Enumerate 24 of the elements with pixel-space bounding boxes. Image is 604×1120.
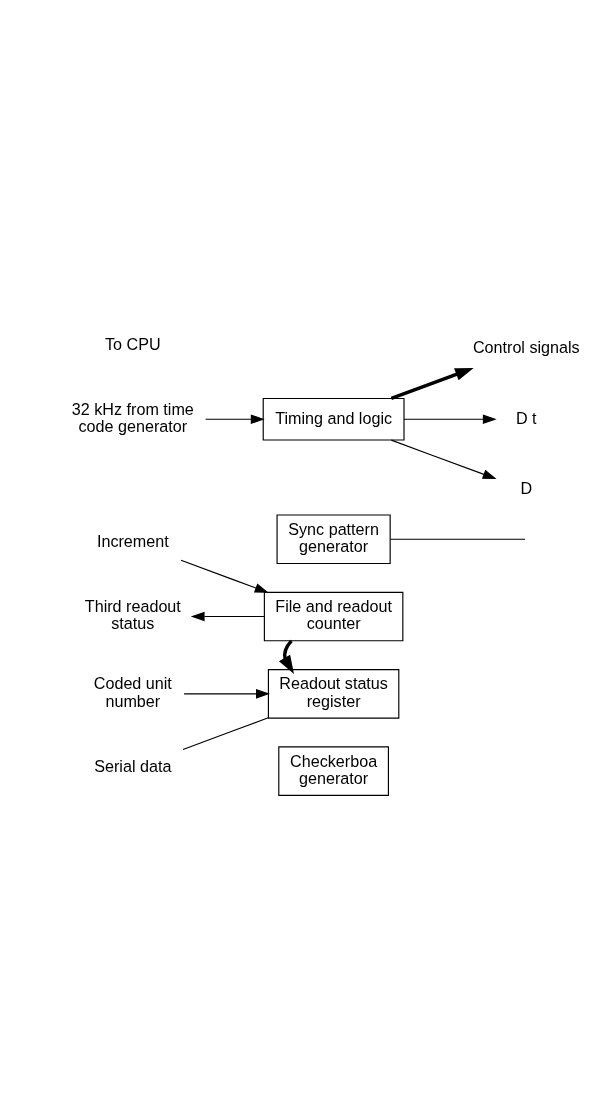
arrow — [205, 414, 265, 425]
arrow — [390, 439, 497, 480]
node-box: Readout status register — [267, 669, 400, 719]
node-text: 32 kHz from time code generator — [71, 399, 194, 436]
node-box: Checkerboa generator — [278, 746, 389, 796]
node-text: Coded unit number — [93, 674, 172, 710]
node-text: Third readout status — [84, 597, 181, 633]
node-text: Serial data — [94, 756, 172, 775]
node-text: Increment — [96, 531, 169, 550]
arrow — [180, 559, 269, 593]
arrow — [403, 414, 497, 425]
node-text: D t — [515, 408, 537, 427]
node-box: File and readout counter — [263, 591, 404, 642]
arrow — [190, 611, 265, 622]
connector — [389, 538, 526, 540]
node-box: Sync pattern generator — [276, 514, 391, 565]
arrow — [278, 639, 294, 674]
node-text: D — [520, 478, 533, 497]
arrow — [390, 367, 474, 400]
label: To CPU — [105, 334, 161, 353]
connector — [182, 717, 269, 750]
node-text: Control signals — [472, 338, 580, 357]
node-box: Timing and logic — [262, 397, 405, 441]
arrow — [183, 689, 270, 699]
